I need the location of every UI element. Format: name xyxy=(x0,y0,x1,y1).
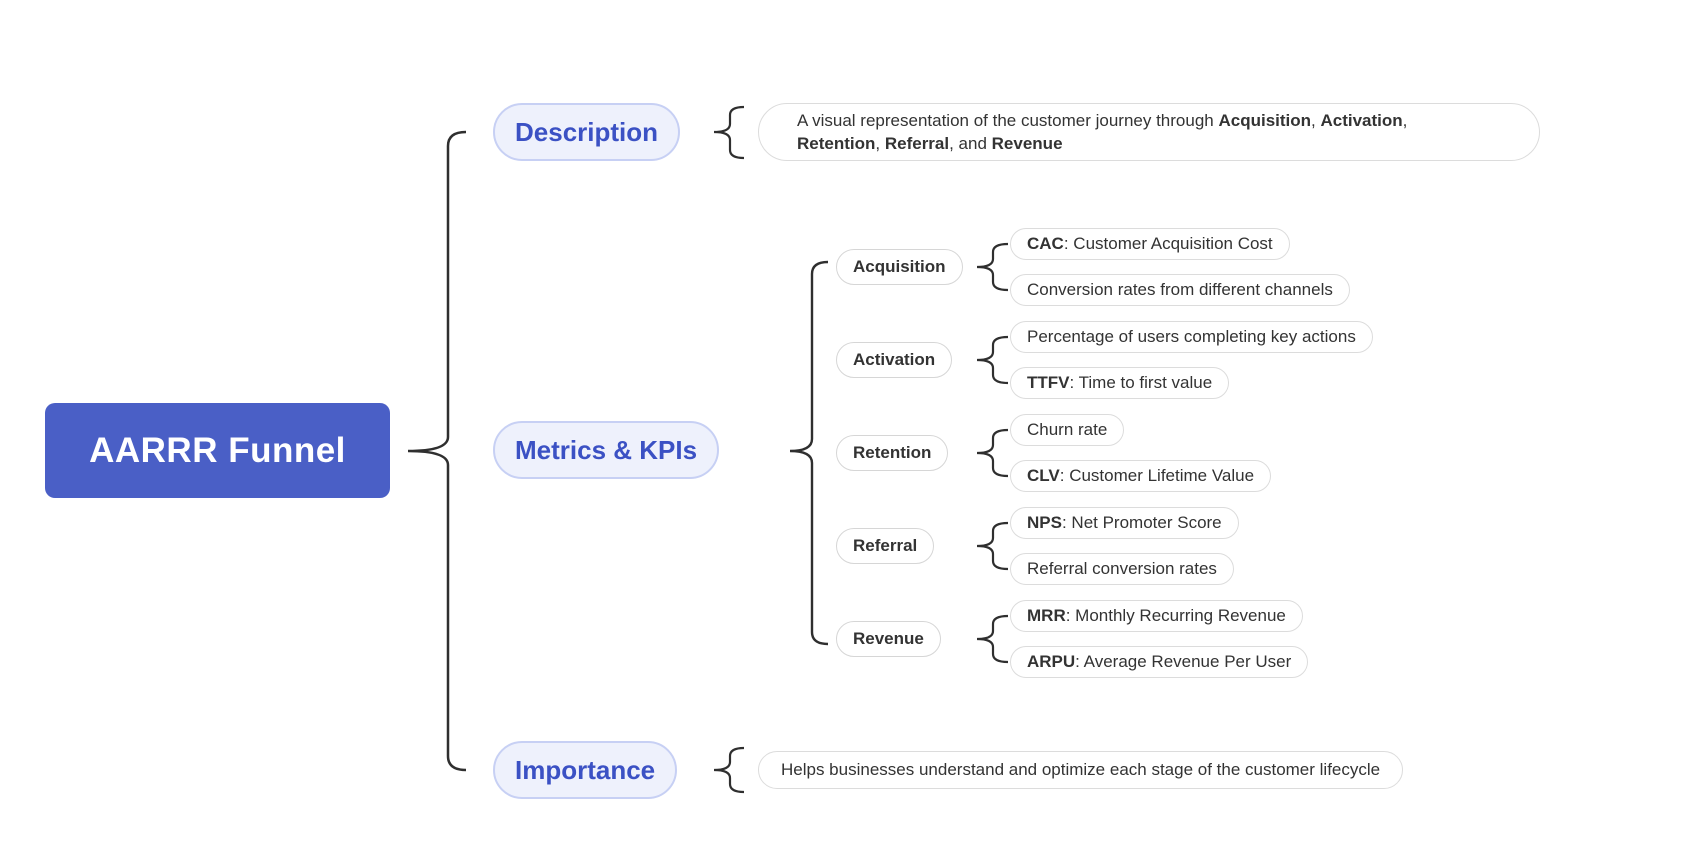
leaf-term: TTFV xyxy=(1027,373,1070,392)
leaf-text: : Net Promoter Score xyxy=(1061,513,1222,532)
brace-importance xyxy=(713,746,745,794)
brace-acquisition xyxy=(976,242,1009,292)
brace-activation xyxy=(976,335,1009,385)
node-acquisition[interactable]: Acquisition xyxy=(836,249,963,285)
leaf-description-text[interactable]: A visual representation of the customer … xyxy=(758,103,1540,161)
leaf-percentage-key-actions[interactable]: Percentage of users completing key actio… xyxy=(1010,321,1373,353)
leaf-term: CAC xyxy=(1027,234,1064,253)
leaf-mrr[interactable]: MRR: Monthly Recurring Revenue xyxy=(1010,600,1303,632)
leaf-cac[interactable]: CAC: Customer Acquisition Cost xyxy=(1010,228,1290,260)
leaf-text: : Customer Lifetime Value xyxy=(1059,466,1255,485)
leaf-arpu[interactable]: ARPU: Average Revenue Per User xyxy=(1010,646,1309,678)
leaf-importance-text[interactable]: Helps businesses understand and optimize… xyxy=(758,751,1404,789)
leaf-referral-conversion[interactable]: Referral conversion rates xyxy=(1010,553,1234,585)
branch-importance[interactable]: Importance xyxy=(493,741,678,799)
leaf-clv[interactable]: CLV: Customer Lifetime Value xyxy=(1010,460,1272,492)
leaf-term: NPS xyxy=(1027,513,1062,532)
node-revenue[interactable]: Revenue xyxy=(836,621,941,657)
node-referral[interactable]: Referral xyxy=(836,528,935,564)
leaf-text: : Time to first value xyxy=(1069,373,1213,392)
leaf-text: : Customer Acquisition Cost xyxy=(1063,234,1273,253)
leaf-term: CLV xyxy=(1027,466,1060,485)
brace-metrics xyxy=(789,260,829,646)
leaf-text: Churn rate xyxy=(1027,420,1108,439)
node-retention[interactable]: Retention xyxy=(836,435,949,471)
leaf-churn-rate[interactable]: Churn rate xyxy=(1010,414,1125,446)
root-node[interactable]: AARRR Funnel xyxy=(45,403,390,498)
leaf-ttfv[interactable]: TTFV: Time to first value xyxy=(1010,367,1230,399)
brace-revenue xyxy=(976,614,1009,664)
branch-metrics-kpis[interactable]: Metrics & KPIs xyxy=(493,421,720,479)
leaf-term: ARPU xyxy=(1027,652,1076,671)
description-line-1: A visual representation of the customer … xyxy=(797,111,1408,130)
brace-description xyxy=(713,105,745,160)
leaf-nps[interactable]: NPS: Net Promoter Score xyxy=(1010,507,1239,539)
leaf-text: Conversion rates from different channels xyxy=(1027,280,1333,299)
leaf-text: Referral conversion rates xyxy=(1027,559,1217,578)
brace-referral xyxy=(976,521,1009,571)
description-line-2: Retention, Referral, and Revenue xyxy=(797,134,1063,153)
leaf-text: : Average Revenue Per User xyxy=(1075,652,1292,671)
branch-description[interactable]: Description xyxy=(493,103,681,161)
node-activation[interactable]: Activation xyxy=(836,342,953,378)
leaf-conversion-rates[interactable]: Conversion rates from different channels xyxy=(1010,274,1350,306)
leaf-term: MRR xyxy=(1027,606,1066,625)
brace-retention xyxy=(976,428,1009,478)
leaf-text: Percentage of users completing key actio… xyxy=(1027,327,1356,346)
brace-root xyxy=(407,130,467,772)
leaf-text: : Monthly Recurring Revenue xyxy=(1065,606,1286,625)
